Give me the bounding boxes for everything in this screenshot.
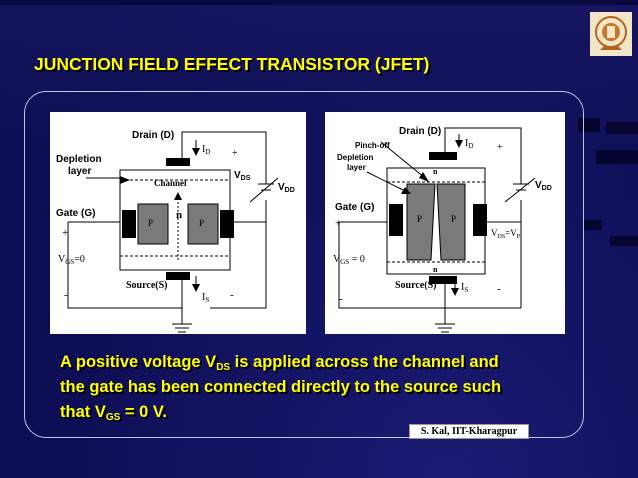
iit-kharagpur-emblem-icon	[590, 12, 632, 56]
decor-block	[596, 150, 638, 164]
vgs-label: VGS = 0	[333, 254, 365, 266]
vds-label: VDS	[234, 170, 251, 182]
drain-label: Drain (D)	[399, 126, 441, 137]
jfet-diagram-vgs-zero: Drain (D) Depletion layer Channel Gate (…	[50, 112, 306, 334]
p-region-right-label: P	[199, 218, 204, 228]
vdd-label: VDD	[535, 180, 552, 192]
gate-label: Gate (G)	[56, 208, 95, 219]
minus-sign: -	[64, 289, 68, 301]
depletion-label: Depletion	[337, 153, 374, 162]
layer-label: layer	[347, 163, 366, 172]
drain-label: Drain (D)	[132, 130, 174, 141]
layer-label: layer	[68, 166, 91, 177]
pinch-off-label: Pinch-off	[355, 141, 390, 150]
decor-bar	[0, 0, 638, 5]
n-region-top-label: n	[433, 167, 438, 176]
vds-equals-vp-label: VDS=VP	[491, 228, 521, 240]
source-label: Source(S)	[126, 280, 167, 291]
content-frame	[24, 91, 584, 438]
jfet-circuit-left: Drain (D) Depletion layer Channel Gate (…	[56, 130, 295, 333]
plus-sign: +	[335, 217, 341, 229]
minus-sign: -	[497, 283, 501, 295]
jfet-circuit-right: Drain (D) Pinch-off Depletion layer Gate…	[333, 126, 552, 333]
channel-label: Channel	[154, 178, 187, 188]
plus-sign: +	[232, 148, 238, 159]
source-label: Source(S)	[395, 280, 436, 291]
decor-block	[610, 236, 638, 246]
author-credit: S. Kal, IIT-Kharagpur	[409, 424, 529, 439]
decor-block	[584, 220, 602, 230]
plus-sign: +	[497, 142, 503, 153]
minus-sign: -	[230, 289, 234, 301]
p-region-right-label: P	[451, 214, 456, 224]
vdd-label: VDD	[278, 182, 295, 194]
gate-label: Gate (G)	[335, 202, 374, 213]
plus-sign: +	[62, 227, 68, 239]
n-region-label: n	[176, 209, 182, 221]
slide-caption: A positive voltage VDS is applied across…	[60, 353, 502, 423]
id-label: ID	[202, 144, 210, 156]
decor-block	[606, 122, 638, 134]
n-region-bottom-label: n	[433, 265, 438, 274]
vgs-label: VGS=0	[58, 254, 85, 266]
is-label: IS	[461, 282, 468, 294]
page-number: 5	[463, 446, 469, 460]
p-region-left-label: P	[417, 214, 422, 224]
slide-title: JUNCTION FIELD EFFECT TRANSISTOR (JFET)	[34, 54, 430, 74]
minus-sign: -	[339, 293, 343, 305]
is-label: IS	[202, 292, 209, 304]
id-label: ID	[465, 138, 473, 150]
jfet-diagram-pinch-off: Drain (D) Pinch-off Depletion layer Gate…	[325, 112, 565, 334]
depletion-label: Depletion	[56, 154, 102, 165]
p-region-left-label: P	[148, 218, 153, 228]
